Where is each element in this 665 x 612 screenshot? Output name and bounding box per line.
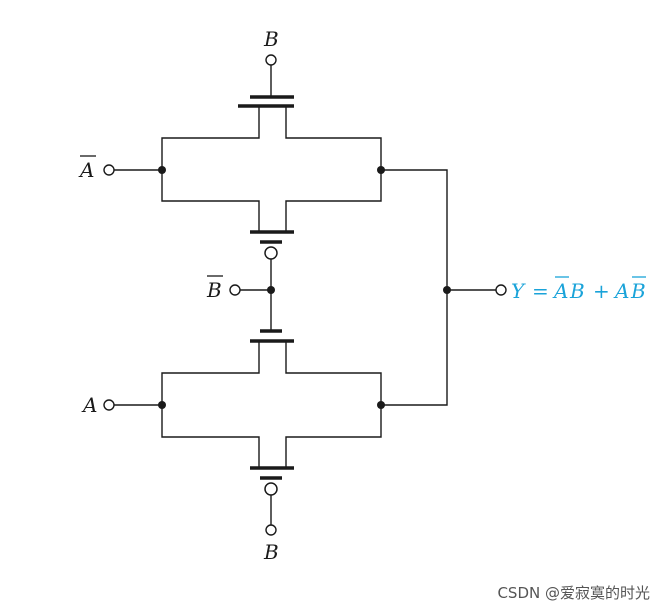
output-term1-b: B bbox=[569, 279, 585, 303]
node-a-bar bbox=[158, 166, 166, 174]
upper-inverter-bubble bbox=[264, 246, 278, 260]
label-b-bar: B bbox=[206, 278, 222, 302]
output-y-terminal[interactable] bbox=[495, 284, 507, 296]
label-b-bottom: B bbox=[263, 540, 279, 564]
label-b-top: B bbox=[263, 27, 279, 51]
output-bus bbox=[381, 169, 507, 406]
input-a-bar-terminal[interactable] bbox=[103, 164, 115, 176]
output-wire bbox=[381, 169, 448, 406]
upper-gate-outline-right bbox=[285, 106, 382, 232]
output-equals: = bbox=[532, 279, 549, 303]
lower-gate-outline bbox=[161, 341, 260, 468]
label-a-bar: A bbox=[78, 158, 94, 182]
lower-transmission-gate bbox=[103, 329, 385, 536]
lower-gate-outline-right bbox=[285, 341, 382, 468]
lower-inverter-bubble bbox=[264, 482, 278, 496]
node-b-bar bbox=[267, 286, 275, 294]
output-term2-b: B bbox=[630, 279, 646, 303]
output-term2-a: A bbox=[613, 279, 629, 303]
output-term1-a: A bbox=[552, 279, 568, 303]
input-b-top-terminal[interactable] bbox=[265, 54, 277, 66]
input-b-bottom-terminal[interactable] bbox=[265, 524, 277, 536]
upper-gate-outline bbox=[161, 106, 260, 232]
label-a: A bbox=[81, 393, 97, 417]
output-expression: Y = A B + A B bbox=[511, 276, 646, 303]
output-plus: + bbox=[593, 279, 610, 303]
watermark: CSDN @爱寂寞的时光 bbox=[497, 584, 650, 602]
input-b-bar-terminal[interactable] bbox=[229, 284, 241, 296]
node-a bbox=[158, 401, 166, 409]
output-y: Y bbox=[511, 279, 526, 303]
middle-b-bar-input bbox=[229, 259, 275, 331]
input-a-terminal[interactable] bbox=[103, 399, 115, 411]
upper-transmission-gate bbox=[103, 54, 385, 260]
node-output bbox=[443, 286, 451, 294]
